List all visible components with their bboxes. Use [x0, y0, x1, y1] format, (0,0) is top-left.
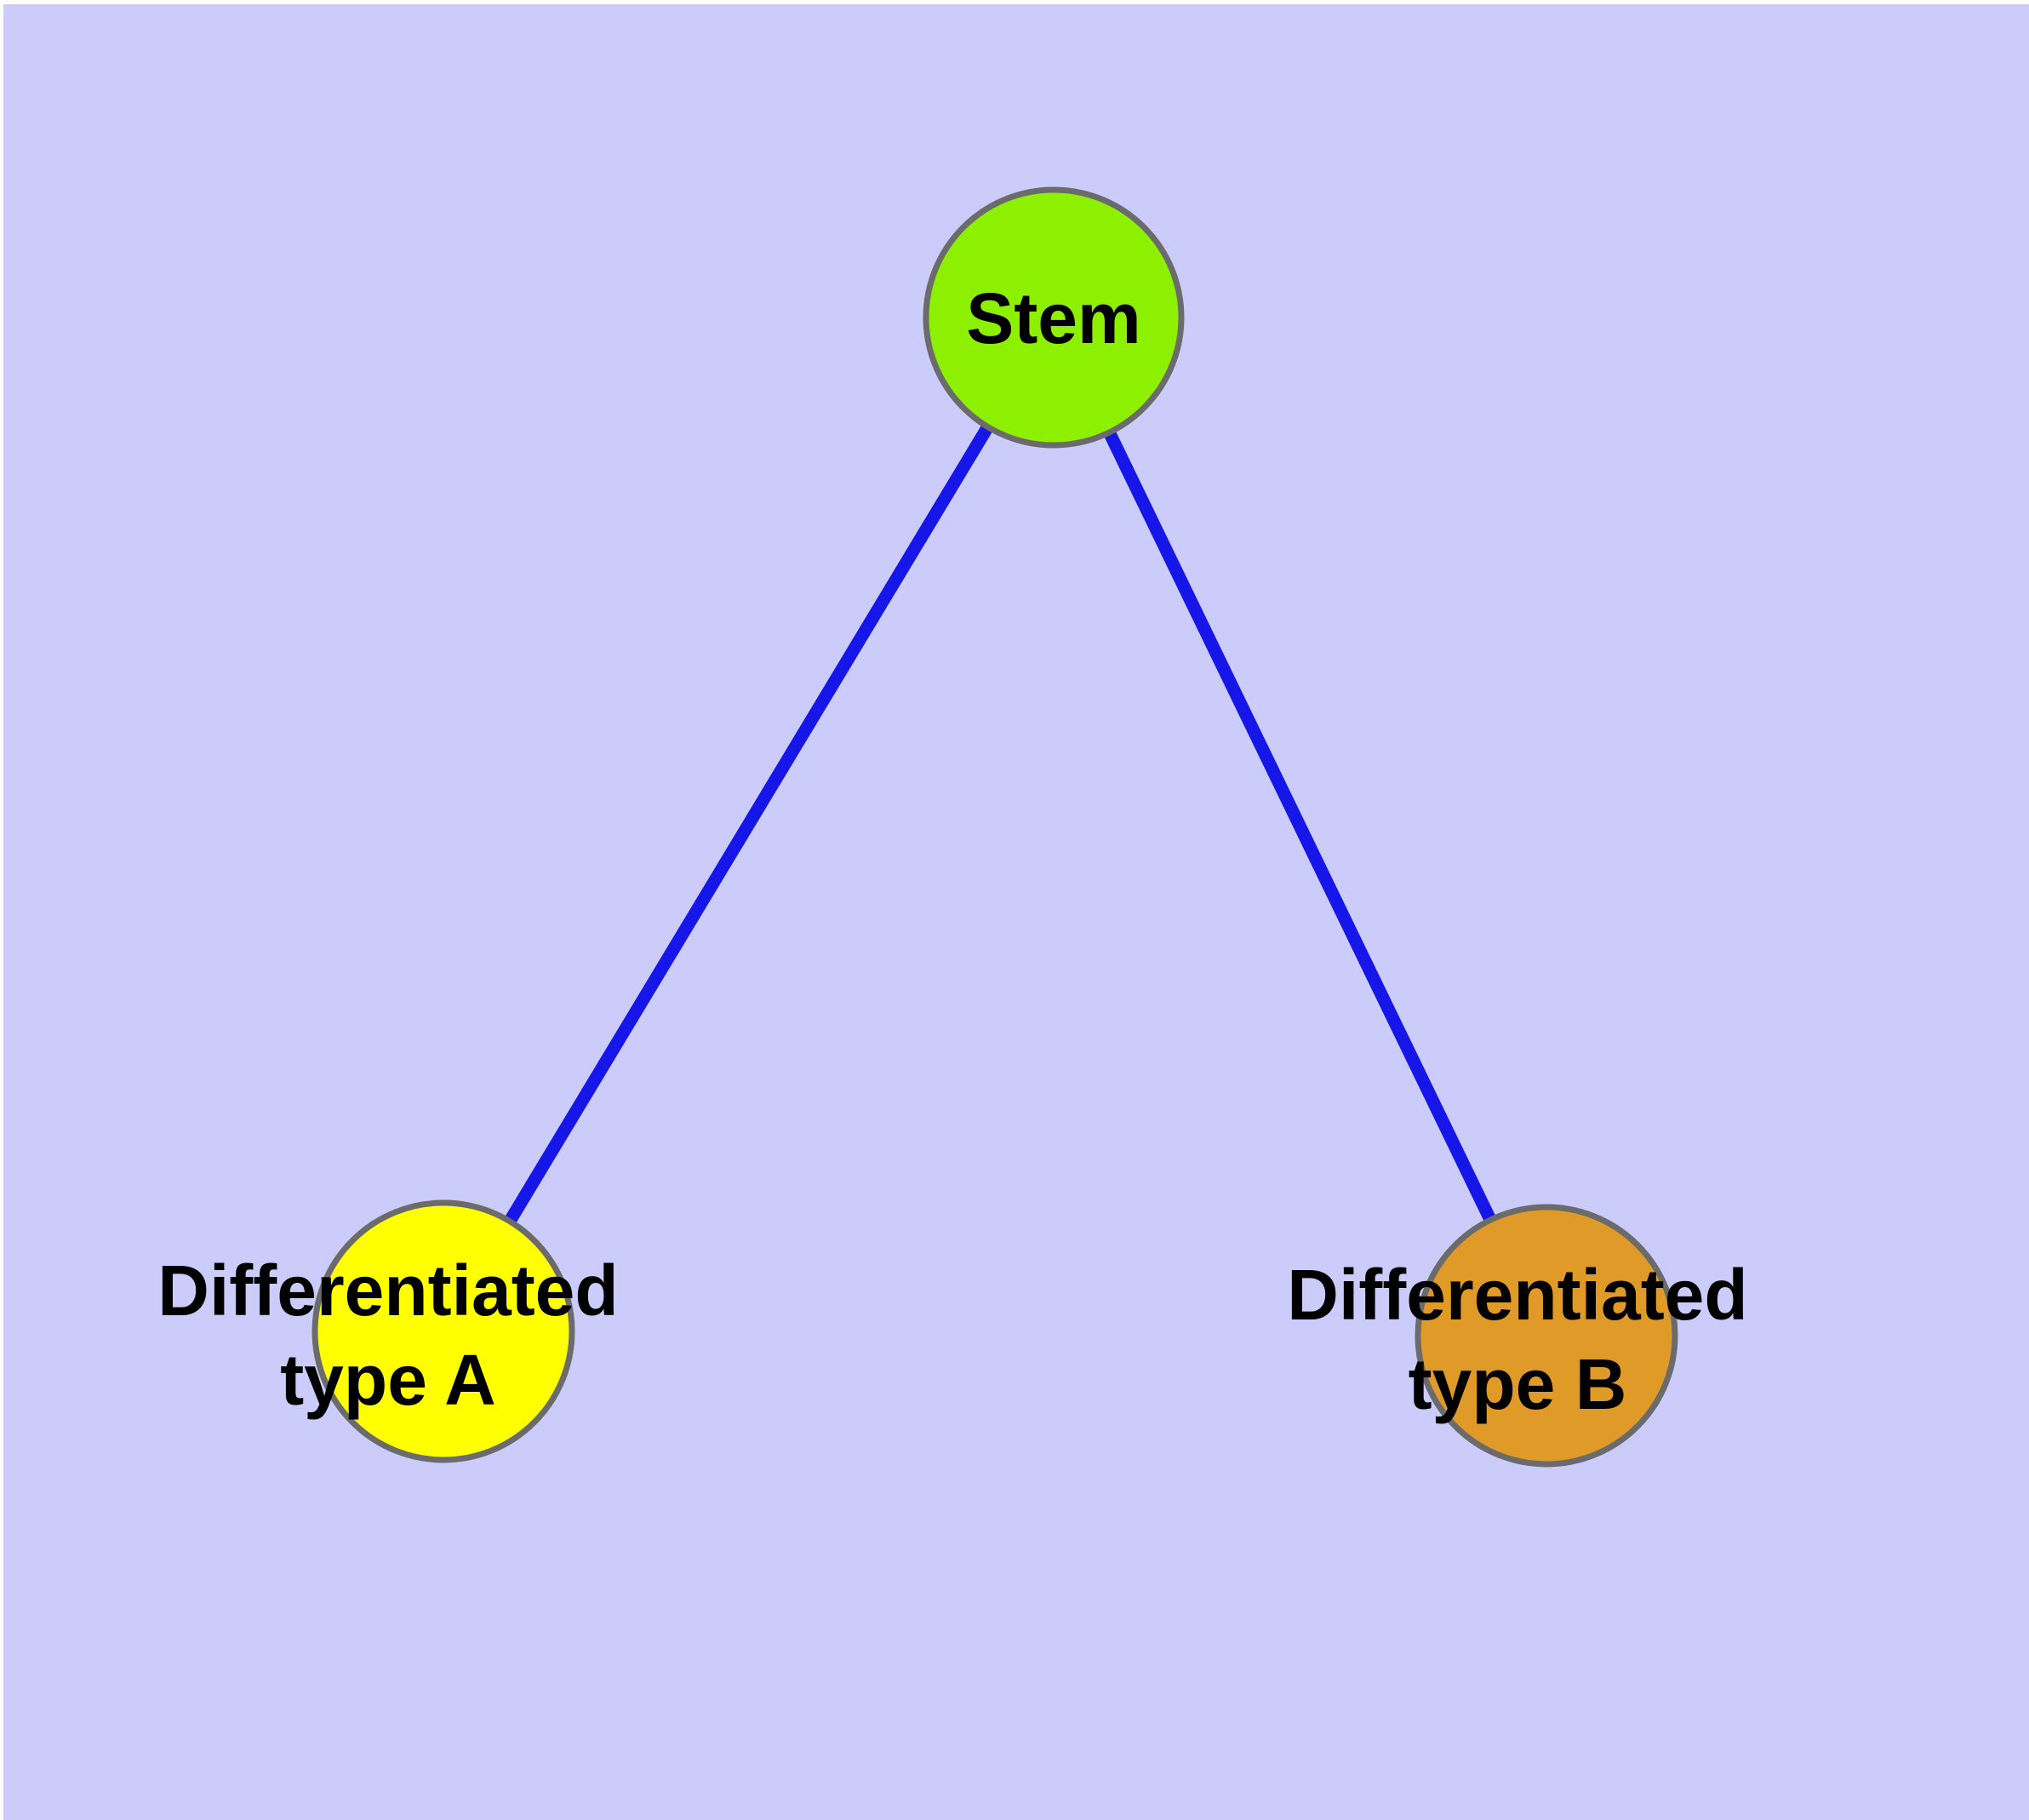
node-stem-label: Stem — [966, 278, 1140, 358]
node-differentiated-type-b[interactable]: Differentiated type B — [1287, 1204, 1748, 1468]
node-stem[interactable]: Stem — [923, 186, 1185, 449]
node-differentiated-type-a-label-line2: type A — [280, 1340, 496, 1420]
node-differentiated-type-b-label-line1: Differentiated — [1287, 1255, 1747, 1335]
edge-stem-to-differentiated-type-a[interactable] — [500, 417, 997, 1231]
node-differentiated-type-a-label-line1: Differentiated — [157, 1251, 618, 1331]
node-differentiated-type-b-circle[interactable] — [1415, 1204, 1678, 1468]
node-stem-circle[interactable] — [923, 186, 1185, 449]
edges-layer — [500, 417, 1500, 1231]
edge-stem-to-differentiated-type-b[interactable] — [1100, 423, 1500, 1229]
node-differentiated-type-a[interactable]: Differentiated type A — [157, 1199, 619, 1463]
node-differentiated-type-a-circle[interactable] — [311, 1199, 575, 1463]
nodes-layer: Stem Differentiated type A Differentiate… — [157, 186, 1748, 1468]
node-differentiated-type-b-label-line2: type B — [1409, 1344, 1627, 1424]
